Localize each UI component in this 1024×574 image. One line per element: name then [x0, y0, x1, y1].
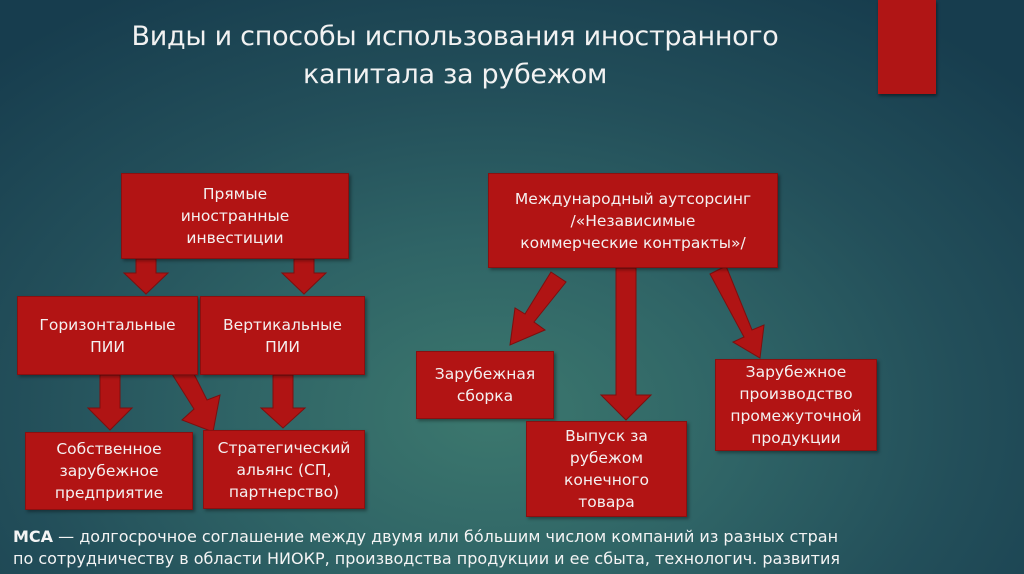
arrow-down-icon	[599, 267, 653, 421]
footnote: МСА — долгосрочное соглашение между двум…	[13, 526, 1013, 570]
title-line-2: капитала за рубежом	[302, 59, 608, 90]
arrow-diagonal-icon	[709, 265, 765, 359]
slide-title: Виды и способы использования иностранног…	[60, 18, 850, 94]
node-horizontal-fdi: Горизонтальные ПИИ	[17, 296, 198, 375]
arrow-diagonal-icon	[509, 271, 567, 346]
node-intermediate-production: Зарубежное производство промежуточной пр…	[715, 359, 877, 451]
title-line-1: Виды и способы использования иностранног…	[131, 21, 779, 52]
footnote-definition-1: — долгосрочное соглашение между двумя ил…	[53, 527, 839, 546]
footnote-line-1: МСА — долгосрочное соглашение между двум…	[13, 526, 1013, 548]
node-foreign-assembly: Зарубежная сборка	[416, 351, 554, 419]
arrow-down-icon	[259, 374, 307, 429]
node-final-goods-abroad: Выпуск за рубежом конечного товара	[526, 421, 687, 517]
arrow-down-icon	[86, 374, 134, 431]
node-fdi: Прямые иностранные инвестиции	[121, 173, 349, 259]
node-strategic-alliance: Стратегический альянс (СП, партнерство)	[203, 430, 365, 509]
node-own-foreign-enterprise: Собственное зарубежное предприятие	[25, 432, 193, 510]
arrow-down-icon	[280, 258, 328, 295]
footnote-term: МСА	[13, 527, 54, 546]
arrow-down-icon	[122, 258, 170, 295]
footnote-line-2: по сотрудничеству в области НИОКР, произ…	[13, 549, 840, 568]
node-vertical-fdi: Вертикальные ПИИ	[200, 296, 365, 375]
arrow-diagonal-icon	[171, 365, 221, 433]
node-international-outsourcing: Международный аутсорсинг /«Независимые к…	[488, 173, 778, 268]
accent-bar	[878, 0, 936, 94]
